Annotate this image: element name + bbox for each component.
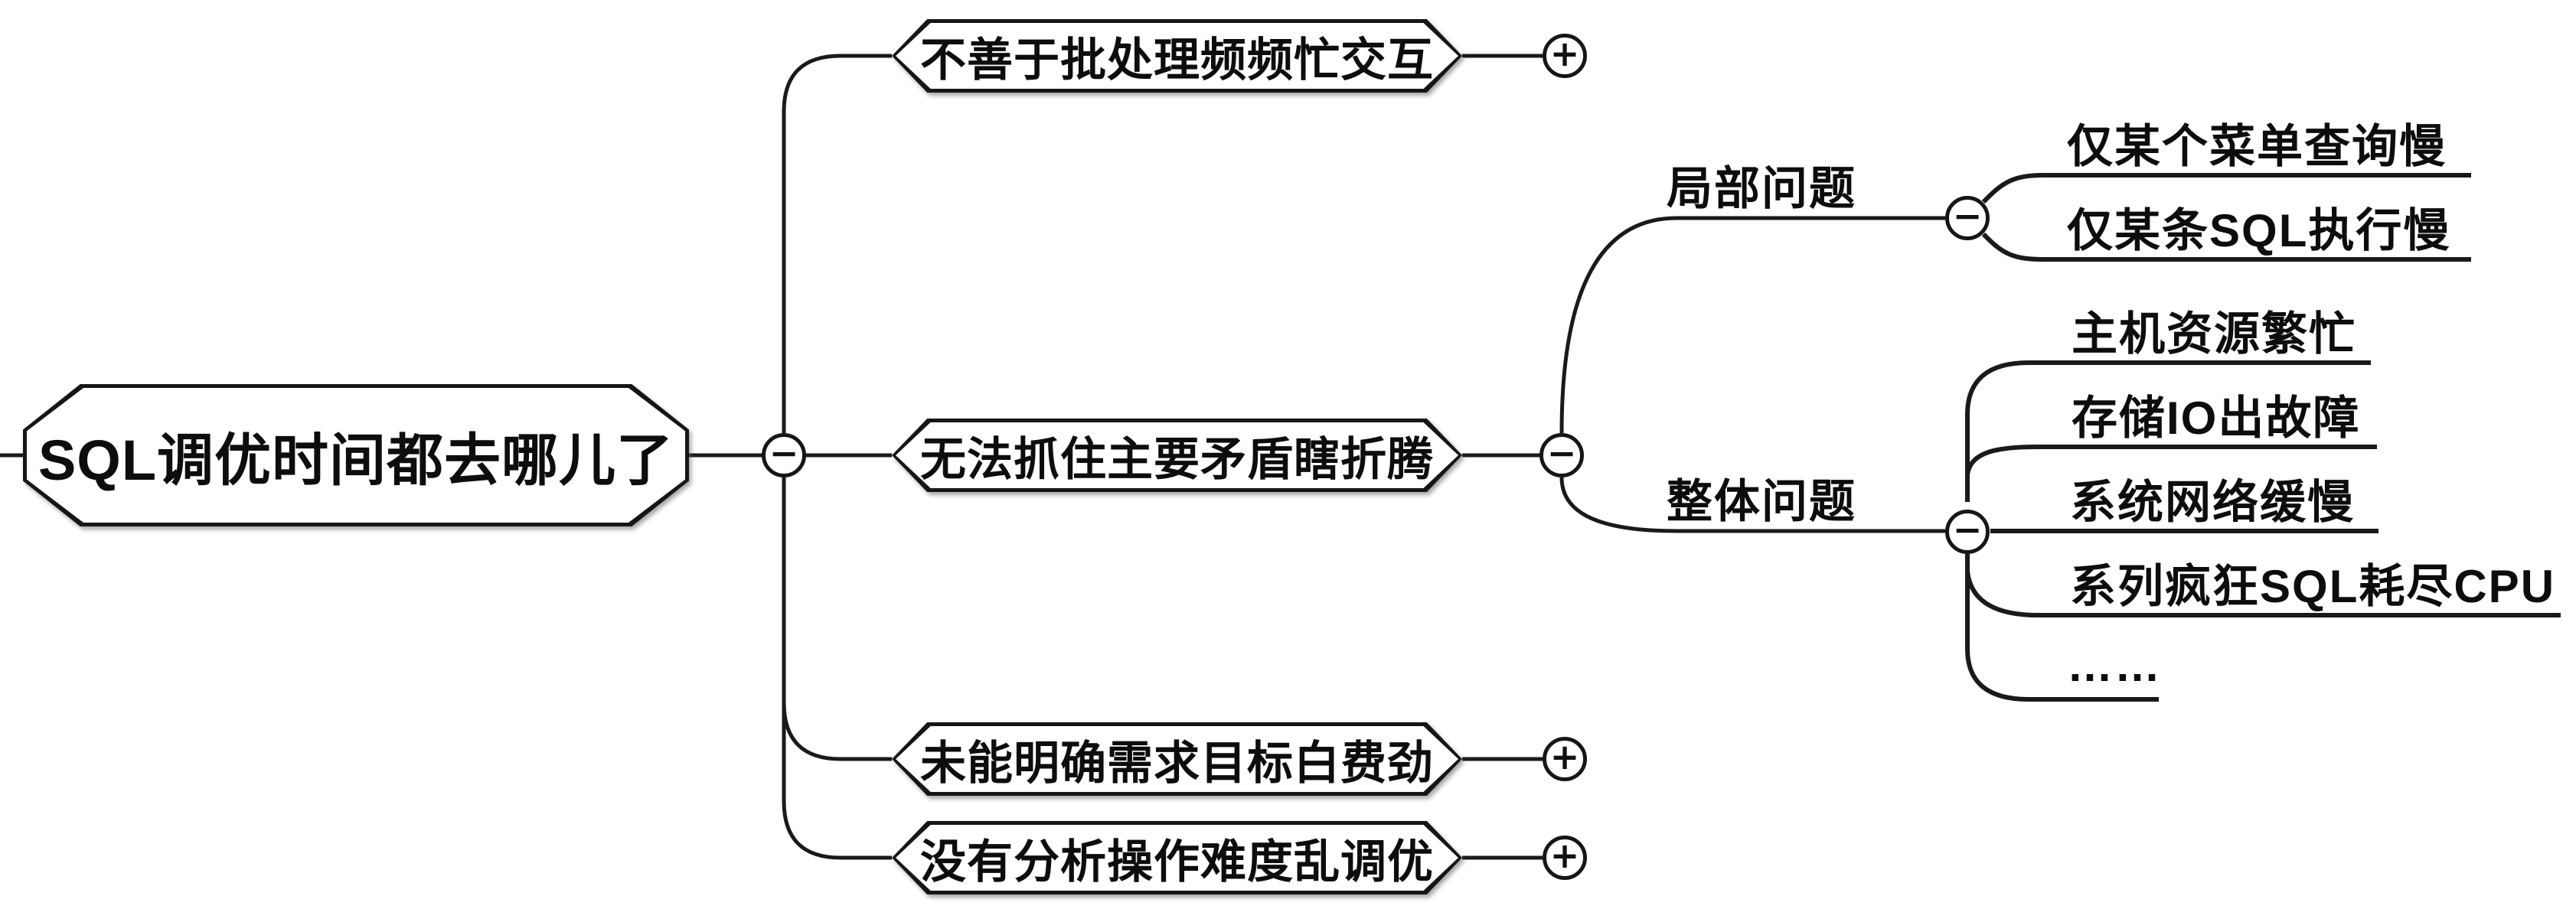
topic-branch-4-inner: 没有分析操作难度乱调优 xyxy=(896,825,1458,891)
topic-branch-2-inner: 无法抓住主要矛盾瞎折腾 xyxy=(896,422,1458,488)
topic-branch-1-inner: 不善于批处理频频忙交互 xyxy=(896,23,1458,89)
topic-leaf-storage-io-fault[interactable]: 存储IO出故障 xyxy=(2072,393,2361,444)
topic-leaf-crazy-sql-cpu[interactable]: 系列疯狂SQL耗尽CPU xyxy=(2070,561,2556,612)
topic-leaf-ellipsis[interactable]: …… xyxy=(2067,640,2162,691)
topic-leaf-menu-query-slow[interactable]: 仅某个菜单查询慢 xyxy=(2067,121,2447,172)
edge-local-child-2 xyxy=(1981,232,2471,262)
edge-local-child-1 xyxy=(1981,173,2471,204)
edge-root-to-branch-3 xyxy=(782,477,892,761)
plus-icon: + xyxy=(1549,736,1580,777)
topic-global-problem[interactable]: 整体问题 xyxy=(1667,476,1856,527)
edge-global-child-5 xyxy=(1965,554,2159,702)
topic-leaf-network-slow[interactable]: 系统网络缓慢 xyxy=(2070,477,2355,528)
edge-global-child-4 xyxy=(1965,570,2561,617)
expander-branch-4[interactable]: + xyxy=(1543,836,1587,880)
topic-branch-3-inner: 未能明确需求目标白费劲 xyxy=(896,726,1458,792)
expander-branch-3[interactable]: + xyxy=(1543,737,1587,781)
topic-branch-1-label: 不善于批处理频频忙交互 xyxy=(920,34,1434,86)
expander-local-problem[interactable]: − xyxy=(1945,196,1990,240)
expander-global-problem[interactable]: − xyxy=(1945,510,1990,554)
plus-icon: + xyxy=(1549,835,1580,876)
edge-to-local-problem xyxy=(1559,216,1945,434)
topic-branch-no-difficulty-analysis[interactable]: 没有分析操作难度乱调优 xyxy=(892,821,1462,894)
expander-branch-2[interactable]: − xyxy=(1539,433,1584,477)
minus-icon: − xyxy=(1952,509,1983,550)
topic-root-label: SQL调优时间都去哪儿了 xyxy=(38,428,674,492)
expander-branch-1[interactable]: + xyxy=(1543,34,1587,78)
edge-global-child-1 xyxy=(1965,360,2371,502)
topic-leaf-sql-exec-slow[interactable]: 仅某条SQL执行慢 xyxy=(2067,205,2451,256)
edge-root-to-branch-4 xyxy=(782,477,892,860)
edge-global-child-2 xyxy=(1965,445,2377,475)
topic-branch-2-label: 无法抓住主要矛盾瞎折腾 xyxy=(920,433,1434,485)
topic-leaf-host-busy[interactable]: 主机资源繁忙 xyxy=(2072,308,2356,360)
topic-branch-3-label: 未能明确需求目标白费劲 xyxy=(920,737,1434,789)
topic-branch-unclear-goal[interactable]: 未能明确需求目标白费劲 xyxy=(892,722,1462,796)
minus-icon: − xyxy=(769,432,799,474)
topic-local-problem[interactable]: 局部问题 xyxy=(1667,163,1856,214)
expander-root[interactable]: − xyxy=(762,433,806,477)
topic-branch-batch-interaction[interactable]: 不善于批处理频频忙交互 xyxy=(892,19,1462,93)
plus-icon: + xyxy=(1549,33,1580,74)
minus-icon: − xyxy=(1546,432,1577,474)
topic-branch-main-contradiction[interactable]: 无法抓住主要矛盾瞎折腾 xyxy=(892,419,1462,492)
topic-branch-4-label: 没有分析操作难度乱调优 xyxy=(920,836,1434,888)
edge-to-global-problem xyxy=(1559,477,1945,533)
edge-root-to-branch-1 xyxy=(782,54,892,433)
topic-root-inner: SQL调优时间都去哪儿了 xyxy=(27,388,685,523)
minus-icon: − xyxy=(1952,195,1983,236)
topic-root[interactable]: SQL调优时间都去哪儿了 xyxy=(23,384,689,526)
